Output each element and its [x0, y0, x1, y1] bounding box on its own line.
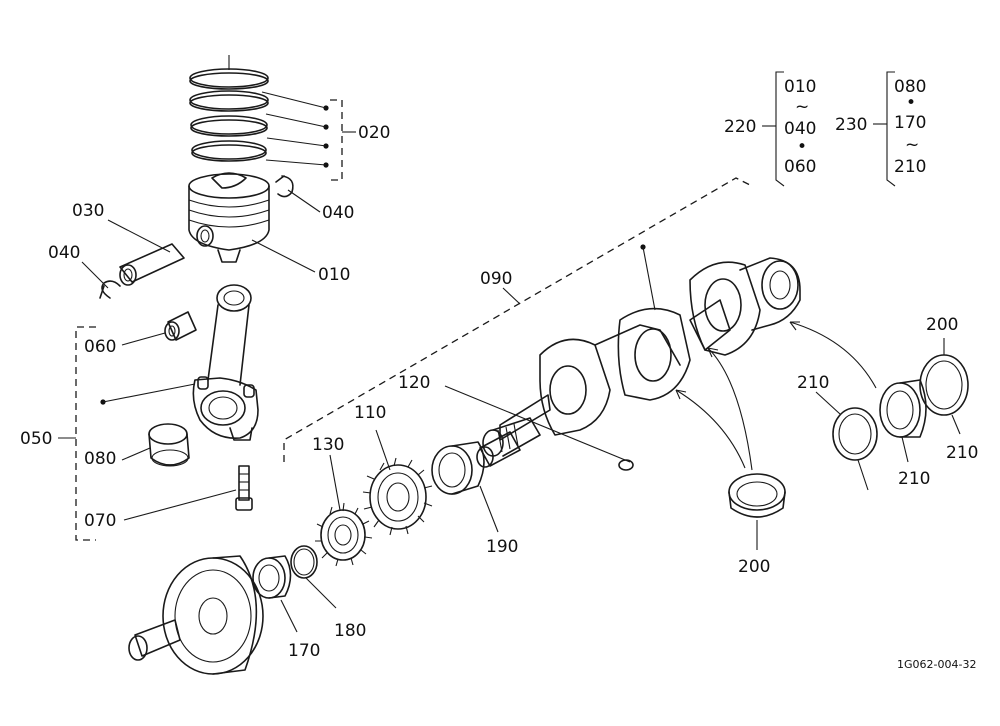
- set-220-label: 220: [724, 117, 756, 137]
- piston-pin: [119, 243, 185, 286]
- set-230-item-2: •: [906, 93, 916, 113]
- crank-gear-sleeve: [482, 417, 541, 457]
- label-160: 180: [334, 621, 366, 641]
- crank-pulley: [128, 555, 264, 675]
- oil-pump-gear: [315, 502, 373, 567]
- piston: [188, 172, 270, 263]
- label-040-left: 040: [48, 243, 80, 263]
- label-050: 050: [20, 429, 52, 449]
- set-220-item-5: 060: [784, 157, 816, 177]
- set-230: 230 080 • 170 ~ 210: [835, 77, 926, 177]
- circlip-right: [275, 175, 294, 198]
- crankshaft: [476, 257, 801, 471]
- set-230-item-5: 210: [894, 157, 926, 177]
- main-bearing-front: [431, 441, 485, 495]
- label-170: 190: [486, 537, 518, 557]
- label-090: 090: [480, 269, 512, 289]
- circlip-left: [99, 280, 121, 299]
- collar: [252, 555, 292, 599]
- part-labels: 020 010 040 030 040 060 050 080 070 090 …: [20, 123, 978, 661]
- set-220-item-3: 040: [784, 119, 816, 139]
- set-220-item-1: 010: [784, 77, 816, 97]
- rod-bolt: [235, 465, 253, 511]
- label-180: 200: [738, 557, 770, 577]
- label-130: 130: [312, 435, 344, 455]
- label-070: 070: [84, 511, 116, 531]
- label-120: 120: [398, 373, 430, 393]
- label-150: 170: [288, 641, 320, 661]
- set-220-item-4: •: [797, 137, 807, 157]
- set-230-label: 230: [835, 115, 867, 135]
- label-080: 080: [84, 449, 116, 469]
- leader-lines: [58, 91, 961, 633]
- label-020: 020: [358, 123, 390, 143]
- label-060: 060: [84, 337, 116, 357]
- thrust-bearing-and-washers: [728, 354, 969, 518]
- set-230-item-4: ~: [905, 135, 919, 155]
- label-040-right: 040: [322, 203, 354, 223]
- label-210-right: 210: [946, 443, 978, 463]
- label-200-right: 200: [926, 315, 958, 335]
- set-220: 220 010 ~ 040 • 060: [724, 77, 816, 177]
- assembly-arrows: [675, 321, 877, 471]
- label-110: 110: [354, 403, 386, 423]
- label-190: 210: [898, 469, 930, 489]
- crank-gear: [362, 457, 433, 536]
- set-220-item-2: ~: [795, 97, 809, 117]
- label-010: 010: [318, 265, 350, 285]
- set-230-item-3: 170: [894, 113, 926, 133]
- drawing-code: 1G062-004-32: [897, 658, 976, 671]
- set-230-item-1: 080: [894, 77, 926, 97]
- small-end-bushing: [164, 311, 197, 341]
- piston-rings: [189, 55, 269, 162]
- o-ring: [290, 545, 318, 579]
- label-200-left: 210: [797, 373, 829, 393]
- label-030: 030: [72, 201, 104, 221]
- big-end-bearing: [148, 423, 190, 467]
- connecting-rod: [192, 284, 259, 441]
